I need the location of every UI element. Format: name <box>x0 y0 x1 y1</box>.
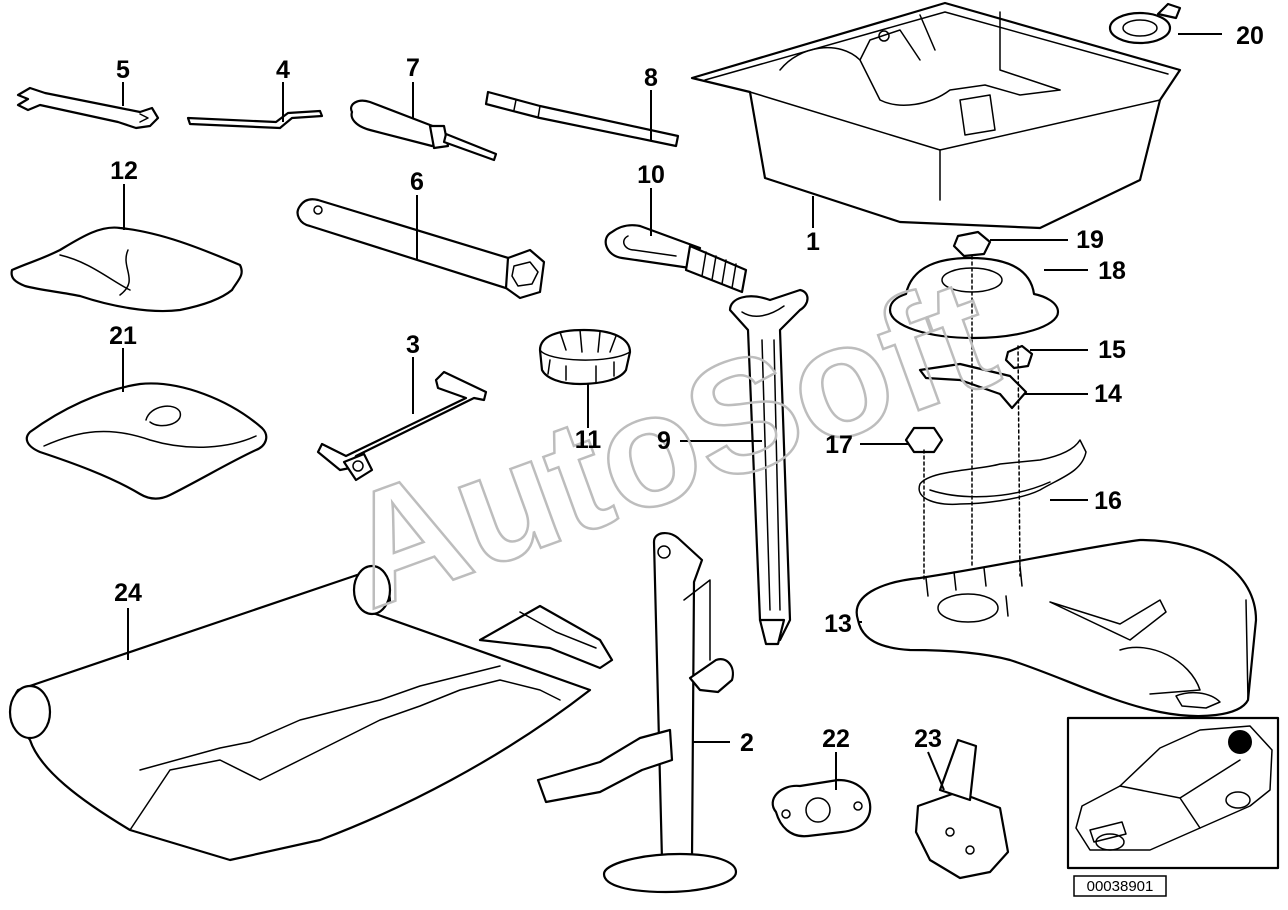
part-17-nut <box>904 426 944 454</box>
callout-8: 8 <box>644 64 658 92</box>
callout-21: 21 <box>109 322 137 350</box>
part-21-bag <box>25 382 268 500</box>
part-10-towing-eye <box>604 224 748 294</box>
callout-11: 11 <box>575 426 602 454</box>
callout-20: 20 <box>1236 22 1264 50</box>
part-24-tool-roll <box>8 564 614 862</box>
part-4-hex-key <box>186 109 324 130</box>
part-6-wheel-brace <box>296 198 546 300</box>
callout-17: 17 <box>825 431 853 459</box>
callout-3: 3 <box>406 331 420 359</box>
callout-15: 15 <box>1098 336 1126 364</box>
callout-2: 2 <box>740 729 754 757</box>
callout-16: 16 <box>1094 487 1122 515</box>
part-20-washer <box>1108 2 1182 45</box>
callout-4: 4 <box>276 56 290 84</box>
callout-10: 10 <box>637 161 665 189</box>
part-9-lever <box>728 288 809 646</box>
part-12-cloth <box>10 226 243 313</box>
callout-13: 13 <box>824 610 852 638</box>
part-19-nut <box>952 230 992 258</box>
part-8-extension-bar <box>484 90 680 148</box>
drawing-id-box: 00038901 <box>1073 875 1167 897</box>
callout-12: 12 <box>110 157 138 185</box>
part-5-open-end-wrench <box>16 86 160 130</box>
callout-18: 18 <box>1098 257 1126 285</box>
callout-1: 1 <box>806 228 820 256</box>
callout-5: 5 <box>116 56 130 84</box>
callout-7: 7 <box>406 54 420 82</box>
inset-vehicle-thumbnail <box>1066 716 1280 870</box>
callout-numbers: 5 4 7 8 6 10 12 21 3 11 9 1 20 19 18 15 … <box>109 22 1264 757</box>
callout-6: 6 <box>410 168 424 196</box>
part-14-bracket <box>918 362 1028 410</box>
part-3-crank <box>316 370 488 482</box>
part-23-clip <box>914 738 1010 880</box>
part-11-spacer <box>538 328 632 386</box>
callout-9: 9 <box>657 427 671 455</box>
callout-23: 23 <box>914 725 942 753</box>
part-22-gasket <box>771 778 872 838</box>
part-7-screwdriver <box>350 99 498 162</box>
drawing-id: 00038901 <box>1087 878 1154 895</box>
callout-22: 22 <box>822 725 850 753</box>
callout-19: 19 <box>1076 226 1104 254</box>
part-13-spare-wheel-well <box>855 538 1258 718</box>
part-2-jack <box>536 532 738 894</box>
leader-lines <box>122 33 1222 791</box>
part-18-support-cup <box>888 256 1060 340</box>
part-16-wire-retainer <box>918 439 1087 506</box>
part-15-nut <box>1004 344 1034 370</box>
callout-14: 14 <box>1094 380 1122 408</box>
callout-24: 24 <box>114 579 142 607</box>
part-1-tool-tray <box>690 1 1182 230</box>
